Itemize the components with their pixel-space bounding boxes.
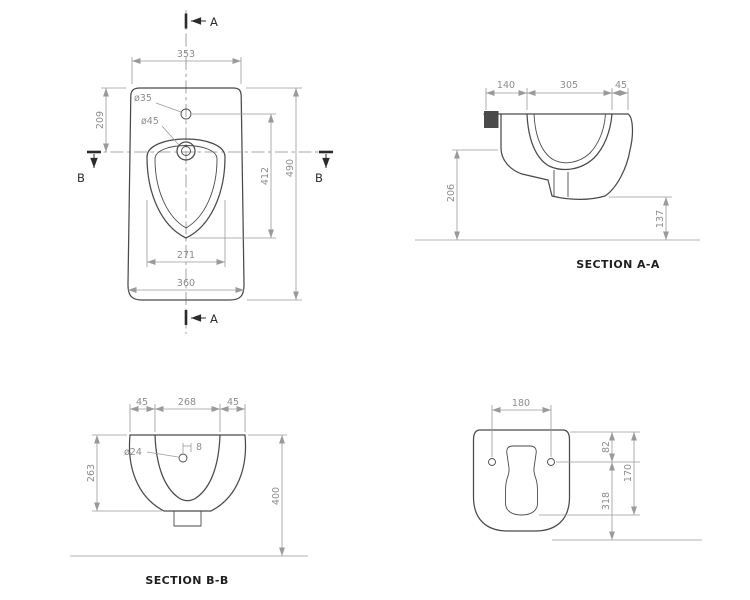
bowl-inner-rim bbox=[154, 145, 218, 229]
rear-mounting-slot bbox=[505, 445, 538, 516]
section-marker-b-right: B bbox=[315, 171, 323, 185]
aa-dimensions: 140 305 45 206 137 bbox=[446, 80, 672, 240]
dim-137: 137 bbox=[655, 210, 666, 228]
aa-profile-outline bbox=[500, 113, 634, 200]
label-hole-24: ø24 bbox=[124, 447, 142, 458]
rear-dimensions: 180 82 318 170 bbox=[491, 398, 640, 540]
dim-360: 360 bbox=[177, 278, 195, 289]
dim-45-right: 45 bbox=[227, 397, 239, 408]
dim-140: 140 bbox=[497, 80, 515, 91]
bb-object-lines bbox=[70, 434, 308, 557]
plan-centerlines bbox=[87, 10, 333, 334]
section-marker-a-bottom: A bbox=[210, 312, 218, 326]
dim-268: 268 bbox=[178, 397, 196, 408]
dim-318: 318 bbox=[601, 492, 612, 510]
bb-outer-left bbox=[128, 434, 165, 512]
bidet-outer-outline bbox=[127, 87, 245, 301]
plan-dimensions: 353 209 490 412 271 360 ø35 bbox=[95, 49, 302, 301]
aa-object-lines bbox=[415, 111, 700, 241]
bb-drain-stub bbox=[173, 511, 202, 527]
spray-hole-inner bbox=[181, 146, 191, 156]
label-hole-35: ø35 bbox=[134, 93, 152, 104]
rear-fixing-hole-right bbox=[547, 458, 555, 466]
plan-body-outline bbox=[127, 87, 245, 301]
label-hole-45: ø45 bbox=[141, 116, 159, 127]
aa-bowl-curve-outer bbox=[526, 113, 613, 171]
spray-hole-outer bbox=[176, 141, 196, 161]
dim-180: 180 bbox=[512, 398, 530, 409]
mounting-bracket bbox=[484, 111, 499, 128]
bb-outer-right bbox=[210, 434, 247, 512]
aa-bowl-curve-inner bbox=[533, 113, 606, 164]
dim-353: 353 bbox=[177, 49, 195, 60]
dim-263: 263 bbox=[86, 464, 97, 482]
rear-outline bbox=[472, 429, 571, 532]
dim-45-front: 45 bbox=[615, 80, 627, 91]
rear-fixing-hole-left bbox=[488, 458, 496, 466]
bowl-outer-rim bbox=[146, 138, 226, 239]
dim-45-left: 45 bbox=[136, 397, 148, 408]
dim-412: 412 bbox=[260, 167, 271, 185]
dim-82: 82 bbox=[601, 441, 612, 453]
dim-305: 305 bbox=[560, 80, 578, 91]
rear-view: 180 82 318 170 bbox=[472, 398, 702, 541]
rear-object-lines bbox=[472, 429, 702, 541]
faucet-hole bbox=[180, 108, 192, 120]
dim-170: 170 bbox=[623, 464, 634, 482]
section-bb-label: SECTION B-B bbox=[145, 574, 228, 587]
bb-hole-24 bbox=[178, 453, 188, 463]
section-aa-label: SECTION A-A bbox=[576, 258, 660, 271]
plan-section-markers: A A B B bbox=[77, 13, 333, 326]
section-bb-view: 45 268 45 263 400 ø24 8 SECTION B-B bbox=[70, 397, 308, 587]
bb-bowl-curve bbox=[154, 434, 221, 502]
dim-206: 206 bbox=[446, 184, 457, 202]
section-marker-a-top: A bbox=[210, 15, 218, 29]
dim-271: 271 bbox=[177, 250, 195, 261]
dim-490: 490 bbox=[285, 159, 296, 177]
section-marker-b-left: B bbox=[77, 171, 85, 185]
dim-209: 209 bbox=[95, 111, 106, 129]
dim-400: 400 bbox=[271, 487, 282, 505]
dim-8: 8 bbox=[196, 442, 202, 453]
plan-view: A A B B 353 209 490 bbox=[77, 10, 333, 334]
bb-dimensions: 45 268 45 263 400 ø24 8 bbox=[86, 397, 287, 556]
section-aa-view: 140 305 45 206 137 SECTION A-A bbox=[415, 80, 700, 271]
